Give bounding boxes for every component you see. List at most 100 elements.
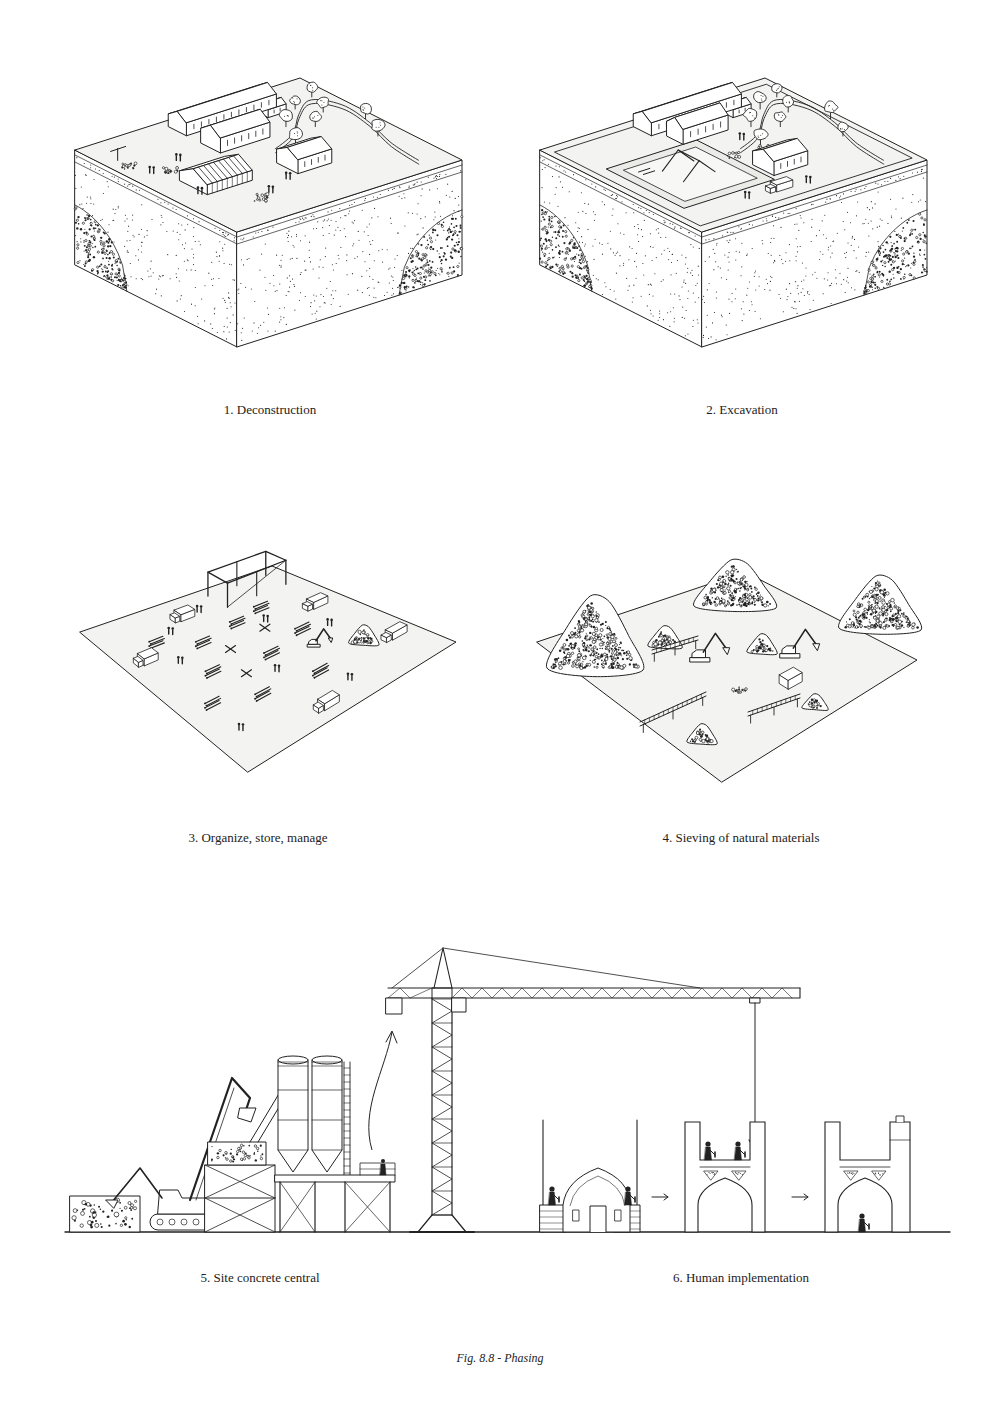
soil-section xyxy=(889,236,891,238)
soil-section xyxy=(76,219,78,221)
soil-section xyxy=(685,264,686,265)
soil-section xyxy=(579,262,580,263)
soil-section xyxy=(890,278,892,280)
soil-section xyxy=(664,222,665,223)
soil-section xyxy=(112,269,114,271)
soil-section xyxy=(439,174,440,175)
soil-section xyxy=(447,272,449,274)
soil-section xyxy=(796,308,797,309)
soil-section xyxy=(890,199,891,200)
soil-section xyxy=(369,295,370,296)
soil-section xyxy=(401,198,402,199)
soil-section xyxy=(417,234,418,235)
soil-section xyxy=(405,271,407,273)
soil-section xyxy=(309,242,310,243)
soil-section xyxy=(316,295,317,296)
soil-section xyxy=(605,286,606,287)
soil-section xyxy=(348,213,349,214)
soil-section xyxy=(415,251,417,253)
soil-section xyxy=(452,191,453,192)
soil-section xyxy=(111,241,113,243)
soil-section xyxy=(771,238,772,239)
soil-section xyxy=(901,218,902,219)
soil-section xyxy=(799,301,800,302)
soil-section xyxy=(856,257,857,258)
soil-section xyxy=(100,243,102,245)
soil-section xyxy=(568,243,570,245)
soil-section xyxy=(303,219,304,220)
soil-section xyxy=(891,245,893,247)
soil-section xyxy=(87,217,89,219)
soil-section xyxy=(245,287,246,288)
soil-section xyxy=(84,265,86,267)
soil-section xyxy=(132,219,133,220)
soil-section xyxy=(106,240,108,242)
soil-section xyxy=(741,308,742,309)
soil-section xyxy=(101,252,103,254)
soil-section xyxy=(432,261,434,263)
soil-section xyxy=(685,283,686,284)
soil-section xyxy=(91,225,93,227)
soil-section xyxy=(433,177,434,178)
soil-section xyxy=(201,298,202,299)
soil-section xyxy=(420,218,421,219)
soil-section xyxy=(755,311,756,312)
soil-section xyxy=(450,252,452,254)
soil-section xyxy=(327,220,328,221)
soil-section xyxy=(93,238,95,240)
soil-section xyxy=(272,227,273,228)
soil-section xyxy=(559,176,560,177)
soil-section xyxy=(358,240,359,241)
soil-section xyxy=(925,242,927,244)
soil-section xyxy=(225,236,226,237)
soil-section xyxy=(616,195,617,196)
soil-section xyxy=(204,320,205,321)
soil-section xyxy=(676,273,677,274)
soil-section xyxy=(267,229,268,230)
soil-section xyxy=(550,244,552,246)
soil-section xyxy=(204,285,205,286)
soil-section xyxy=(118,258,120,260)
soil-section xyxy=(113,241,114,242)
soil-section xyxy=(581,256,583,258)
soil-section xyxy=(77,244,79,246)
soil-section xyxy=(413,287,415,289)
rubble xyxy=(254,200,256,202)
soil-section xyxy=(703,337,704,338)
soil-section xyxy=(638,228,639,229)
soil-section xyxy=(862,223,863,224)
soil-section xyxy=(368,287,369,288)
soil-section xyxy=(904,274,906,276)
soil-section xyxy=(910,267,911,268)
soil-section xyxy=(562,230,564,232)
soil-section xyxy=(571,272,573,274)
soil-section xyxy=(584,284,586,286)
soil-section xyxy=(104,266,106,268)
soil-section xyxy=(578,254,580,256)
soil-section xyxy=(173,231,174,232)
soil-section xyxy=(876,258,878,260)
soil-section xyxy=(424,256,426,258)
soil-section xyxy=(574,256,576,258)
soil-section xyxy=(151,261,152,262)
soil-section xyxy=(412,213,413,214)
soil-section xyxy=(186,269,187,270)
soil-section xyxy=(457,234,459,236)
soil-section xyxy=(691,270,692,271)
soil-section xyxy=(193,257,194,258)
soil-section xyxy=(420,267,422,269)
soil-section xyxy=(549,253,550,254)
soil-section xyxy=(610,289,611,290)
soil-section xyxy=(290,258,291,259)
soil-section xyxy=(338,258,339,259)
soil-section xyxy=(602,201,603,202)
soil-section xyxy=(878,191,879,192)
soil-section xyxy=(716,244,717,245)
rubble xyxy=(126,164,128,166)
tree xyxy=(314,116,315,117)
soil-section xyxy=(636,278,637,279)
soil-section xyxy=(620,232,621,233)
soil-section xyxy=(78,223,80,225)
soil-section xyxy=(218,278,219,279)
soil-section xyxy=(389,282,390,283)
